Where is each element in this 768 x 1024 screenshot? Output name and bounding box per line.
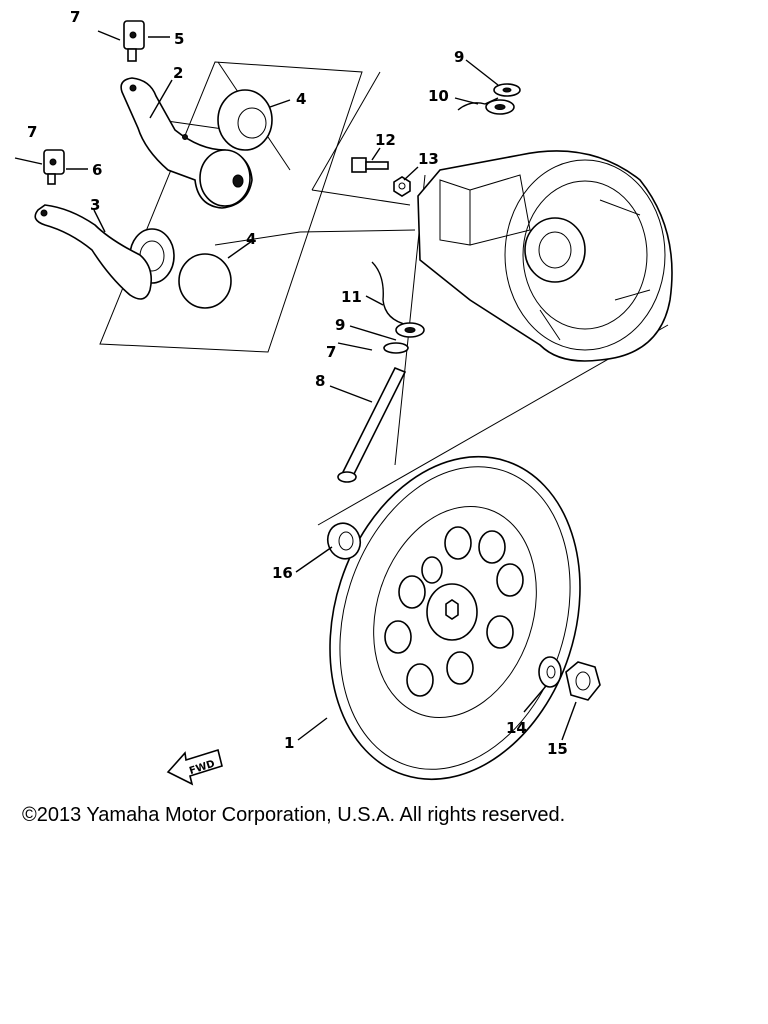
washer-part-9-lower: [383, 322, 425, 354]
washer-part-9-upper: [493, 83, 521, 97]
spring-part-11: [371, 261, 409, 326]
callout-4-upper: 4: [296, 90, 306, 108]
callout-5: 5: [174, 30, 184, 48]
callout-13: 13: [418, 150, 439, 168]
copyright-notice: ©2013 Yamaha Motor Corporation, U.S.A. A…: [22, 804, 566, 826]
bearing-cap-part-4-upper: [217, 89, 273, 151]
callout-10: 10: [428, 87, 449, 105]
callout-labels: 7 5 2 4 7 6 3 4 9 10 12 13 11 9 7 8 16 1…: [27, 8, 568, 758]
nut-part-15: [565, 661, 601, 701]
callout-16: 16: [272, 564, 293, 582]
callout-7-top: 7: [70, 8, 80, 26]
lever-arm-part-3: [34, 204, 153, 300]
brake-housing: [417, 150, 673, 362]
nut-part-13: [393, 176, 411, 197]
bolt-part-12: [351, 157, 389, 173]
callout-2: 2: [173, 64, 183, 82]
callout-8: 8: [315, 372, 325, 390]
callout-12: 12: [375, 131, 396, 149]
callout-3: 3: [90, 196, 100, 214]
shaft-part-8: [337, 366, 407, 483]
callout-11: 11: [341, 288, 362, 306]
callout-6: 6: [92, 161, 102, 179]
washer-part-16: [326, 522, 362, 560]
callout-7-left: 7: [27, 123, 37, 141]
exploded-parts-diagram: FWD 7 5 2 4 7 6 3 4 9 10 12 13 11 9 7 8 …: [14, 8, 673, 786]
callout-9-upper: 9: [454, 48, 464, 66]
fwd-direction-arrow: FWD: [166, 748, 223, 786]
callout-14: 14: [506, 719, 527, 737]
callout-15: 15: [547, 740, 568, 758]
sheave-disc-part-1: [329, 455, 581, 781]
callout-1: 1: [284, 734, 294, 752]
cotter-pin-part-7: [14, 30, 373, 351]
clevis-part-5: [123, 20, 145, 62]
callout-4-lower: 4: [246, 230, 256, 248]
leader-lines: [66, 36, 577, 741]
callout-7-mid: 7: [326, 343, 336, 361]
disc-holes: [384, 526, 524, 697]
callout-9-lower: 9: [335, 316, 345, 334]
clevis-part-6: [43, 149, 65, 185]
washer-part-14: [538, 656, 562, 688]
